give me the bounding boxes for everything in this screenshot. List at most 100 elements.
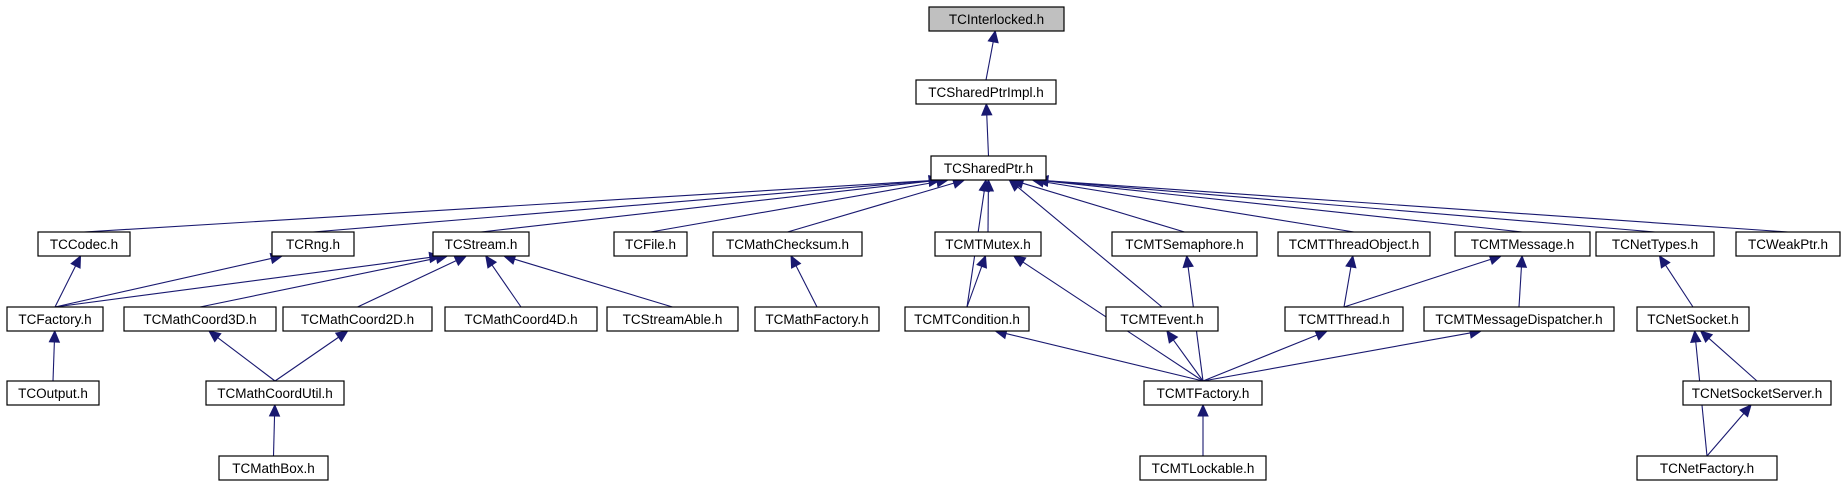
node-netfactory[interactable]: TCNetFactory.h: [1636, 455, 1778, 481]
edge-mathchecksum-to-sharedptr: [787, 182, 954, 233]
edge-factory-to-stream: [54, 256, 430, 308]
node-mathbox[interactable]: TCMathBox.h: [218, 455, 329, 481]
edge-file-to-sharedptr: [650, 181, 938, 233]
node-label: TCMTSemaphore.h: [1125, 237, 1244, 252]
node-label: TCInterlocked.h: [949, 12, 1044, 27]
node-output[interactable]: TCOutput.h: [6, 380, 100, 406]
arrow-head-icon: [978, 178, 990, 193]
node-label: TCMTMessage.h: [1471, 237, 1575, 252]
node-label: TCNetSocketServer.h: [1692, 386, 1823, 401]
node-label: TCMathCoord4D.h: [464, 312, 577, 327]
node-netsocketserver[interactable]: TCNetSocketServer.h: [1682, 380, 1832, 406]
edge-mtthreadobject-to-sharedptr: [1043, 181, 1355, 233]
node-netsocket[interactable]: TCNetSocket.h: [1636, 306, 1750, 332]
arrow-head-icon: [1012, 255, 1027, 268]
node-weakptr[interactable]: TCWeakPtr.h: [1735, 231, 1841, 257]
edge-nettypes-to-sharedptr: [1047, 180, 1656, 233]
edge-netsocketserver-to-netsocket: [1708, 337, 1758, 382]
node-label: TCNetFactory.h: [1660, 461, 1754, 476]
node-mtthread[interactable]: TCMTThread.h: [1284, 306, 1404, 332]
node-mtsemaphore[interactable]: TCMTSemaphore.h: [1111, 231, 1258, 257]
arrow-head-icon: [976, 254, 987, 269]
edge-mtfactory-to-mtevent: [1172, 339, 1204, 382]
node-label: TCMathBox.h: [232, 461, 315, 476]
node-codec[interactable]: TCCodec.h: [37, 231, 131, 257]
node-mtmutex[interactable]: TCMTMutex.h: [934, 231, 1042, 257]
node-label: TCRng.h: [286, 237, 340, 252]
arrow-head-icon: [1197, 403, 1209, 417]
arrow-head-icon: [485, 255, 498, 269]
arrow-head-icon: [334, 330, 349, 343]
node-label: TCMTLockable.h: [1152, 461, 1255, 476]
node-label: TCWeakPtr.h: [1748, 237, 1828, 252]
node-rng[interactable]: TCRng.h: [271, 231, 355, 257]
node-mtthreadobject[interactable]: TCMTThreadObject.h: [1277, 231, 1431, 257]
arrow-head-icon: [1515, 254, 1528, 268]
node-label: TCCodec.h: [50, 237, 118, 252]
node-mtmessagedispatcher[interactable]: TCMTMessageDispatcher.h: [1423, 306, 1615, 332]
node-mtfactory[interactable]: TCMTFactory.h: [1143, 380, 1263, 406]
edge-mathcoord3d-to-stream: [199, 257, 437, 308]
edge-netfactory-to-netsocketserver: [1706, 412, 1745, 457]
arrow-head-icon: [48, 329, 61, 343]
node-nettypes[interactable]: TCNetTypes.h: [1595, 231, 1715, 257]
arrow-head-icon: [1345, 254, 1357, 269]
edge-mathcoordutil-to-mathcoord2d: [274, 336, 339, 382]
node-label: TCFile.h: [625, 237, 676, 252]
node-mathcoordutil[interactable]: TCMathCoordUtil.h: [205, 380, 345, 406]
node-label: TCMathCoordUtil.h: [217, 386, 333, 401]
node-sharedptrimpl[interactable]: TCSharedPtrImpl.h: [915, 79, 1057, 105]
arrow-head-icon: [1166, 330, 1179, 344]
node-interlocked[interactable]: TCInterlocked.h: [928, 6, 1065, 32]
node-file[interactable]: TCFile.h: [613, 231, 688, 257]
edge-streamable-to-stream: [514, 258, 673, 308]
node-stream[interactable]: TCStream.h: [432, 231, 530, 257]
node-label: TCMTMutex.h: [945, 237, 1031, 252]
node-mathchecksum[interactable]: TCMathChecksum.h: [712, 231, 863, 257]
node-label: TCNetTypes.h: [1612, 237, 1698, 252]
node-label: TCMTCondition.h: [914, 312, 1020, 327]
arrow-head-icon: [268, 403, 281, 417]
arrow-head-icon: [1182, 254, 1194, 269]
node-mathcoord4d[interactable]: TCMathCoord4D.h: [444, 306, 598, 332]
edge-mathfactory-to-mathchecksum: [795, 265, 818, 308]
edge-mtsemaphore-to-sharedptr: [1022, 182, 1185, 233]
node-mathcoord2d[interactable]: TCMathCoord2D.h: [282, 306, 433, 332]
node-mathfactory[interactable]: TCMathFactory.h: [754, 306, 880, 332]
edge-output-to-factory: [52, 341, 55, 382]
arrow-head-icon: [790, 254, 802, 269]
node-label: TCMTMessageDispatcher.h: [1435, 312, 1602, 327]
node-label: TCSharedPtrImpl.h: [928, 85, 1044, 100]
edge-codec-to-sharedptr: [83, 180, 930, 233]
arrow-head-icon: [1699, 330, 1714, 343]
node-sharedptr[interactable]: TCSharedPtr.h: [930, 155, 1047, 181]
node-label: TCMTFactory.h: [1157, 386, 1250, 401]
node-label: TCOutput.h: [18, 386, 88, 401]
node-label: TCStreamAble.h: [623, 312, 723, 327]
node-mtcondition[interactable]: TCMTCondition.h: [904, 306, 1030, 332]
node-label: TCMTEvent.h: [1120, 312, 1203, 327]
arrow-head-icon: [981, 102, 993, 116]
node-label: TCMTThread.h: [1298, 312, 1390, 327]
edge-sharedptrimpl-to-interlocked: [985, 41, 994, 81]
node-factory[interactable]: TCFactory.h: [6, 306, 104, 332]
arrow-head-icon: [987, 29, 999, 44]
edge-mtfactory-to-mtthread: [1202, 334, 1318, 382]
node-streamable[interactable]: TCStreamAble.h: [606, 306, 739, 332]
node-label: TCNetSocket.h: [1647, 312, 1739, 327]
node-mtlockable[interactable]: TCMTLockable.h: [1139, 455, 1267, 481]
node-mtevent[interactable]: TCMTEvent.h: [1105, 306, 1219, 332]
edge-mtthread-to-mtmessage: [1343, 258, 1491, 308]
arrow-head-icon: [1658, 254, 1671, 269]
arrow-head-icon: [1739, 404, 1752, 418]
node-mtmessage[interactable]: TCMTMessage.h: [1454, 231, 1591, 257]
node-mathcoord3d[interactable]: TCMathCoord3D.h: [123, 306, 277, 332]
edge-mtfactory-to-mtcondition: [1005, 333, 1204, 382]
edge-factory-to-rng: [54, 257, 272, 308]
edge-mtmessage-to-sharedptr: [1047, 180, 1523, 233]
arrow-head-icon: [208, 330, 222, 343]
node-label: TCMathCoord3D.h: [143, 312, 256, 327]
node-label: TCFactory.h: [18, 312, 91, 327]
node-label: TCMathFactory.h: [765, 312, 868, 327]
